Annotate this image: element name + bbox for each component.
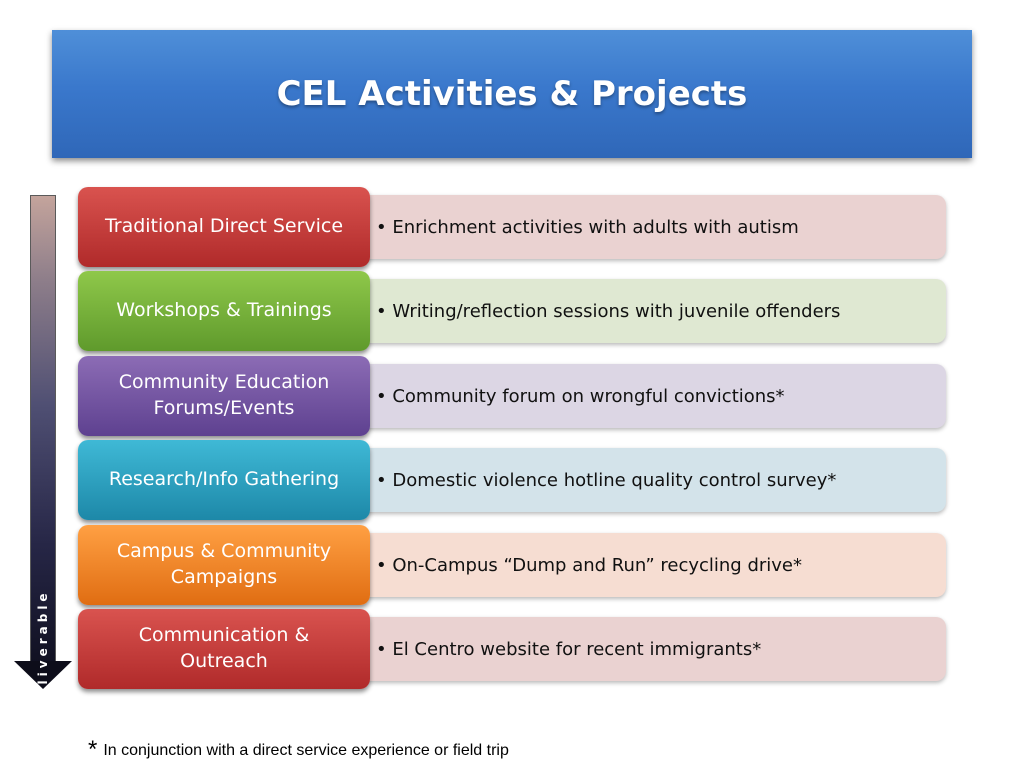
activity-row: • El Centro website for recent immigrant… [78,609,948,689]
arrow-shaft [30,195,56,663]
activity-category-box: Campus & Community Campaigns [78,525,370,605]
activity-category: Community Education Forums/Events [118,371,330,419]
activity-category-box: Traditional Direct Service [78,187,370,267]
activity-detail-box: • Domestic violence hotline quality cont… [358,448,946,512]
activity-detail: • El Centro website for recent immigrant… [376,638,762,660]
activity-category: Traditional Direct Service [104,215,344,238]
activity-detail: • Domestic violence hotline quality cont… [376,469,837,491]
activity-detail: • Enrichment activities with adults with… [376,216,799,238]
arrow-label: Deliverable [36,589,50,711]
activity-category: Workshops & Trainings [116,299,332,322]
activity-category: Campus & Community Campaigns [116,540,332,588]
activity-category-box: Research/Info Gathering [78,440,370,520]
footnote-star: * [88,736,98,763]
activity-detail: • Writing/reflection sessions with juven… [376,300,841,322]
activity-row: • Enrichment activities with adults with… [78,187,948,267]
activity-row: • Community forum on wrongful conviction… [78,356,948,436]
page-title: CEL Activities & Projects [276,74,748,114]
activity-detail: • Community forum on wrongful conviction… [376,385,785,407]
activity-detail-box: • Writing/reflection sessions with juven… [358,279,946,343]
activity-row: • Writing/reflection sessions with juven… [78,271,948,351]
footnote: * In conjunction with a direct service ex… [88,734,509,763]
activity-detail-box: • Enrichment activities with adults with… [358,195,946,259]
activity-row: • On-Campus “Dump and Run” recycling dri… [78,525,948,605]
activity-category-box: Workshops & Trainings [78,271,370,351]
arrow-down-icon [14,661,72,689]
footnote-text: In conjunction with a direct service exp… [103,742,509,759]
activity-detail-box: • Community forum on wrongful conviction… [358,364,946,428]
activity-row: • Domestic violence hotline quality cont… [78,440,948,520]
activity-detail-box: • On-Campus “Dump and Run” recycling dri… [358,533,946,597]
activity-detail: • On-Campus “Dump and Run” recycling dri… [376,554,802,576]
activity-category: Research/Info Gathering [108,468,340,491]
activity-category: Communication & Outreach [138,624,310,672]
title-banner: CEL Activities & Projects [52,30,972,158]
activity-category-box: Community Education Forums/Events [78,356,370,436]
activity-category-box: Communication & Outreach [78,609,370,689]
activity-detail-box: • El Centro website for recent immigrant… [358,617,946,681]
deliverable-arrow: Deliverable [14,195,72,711]
